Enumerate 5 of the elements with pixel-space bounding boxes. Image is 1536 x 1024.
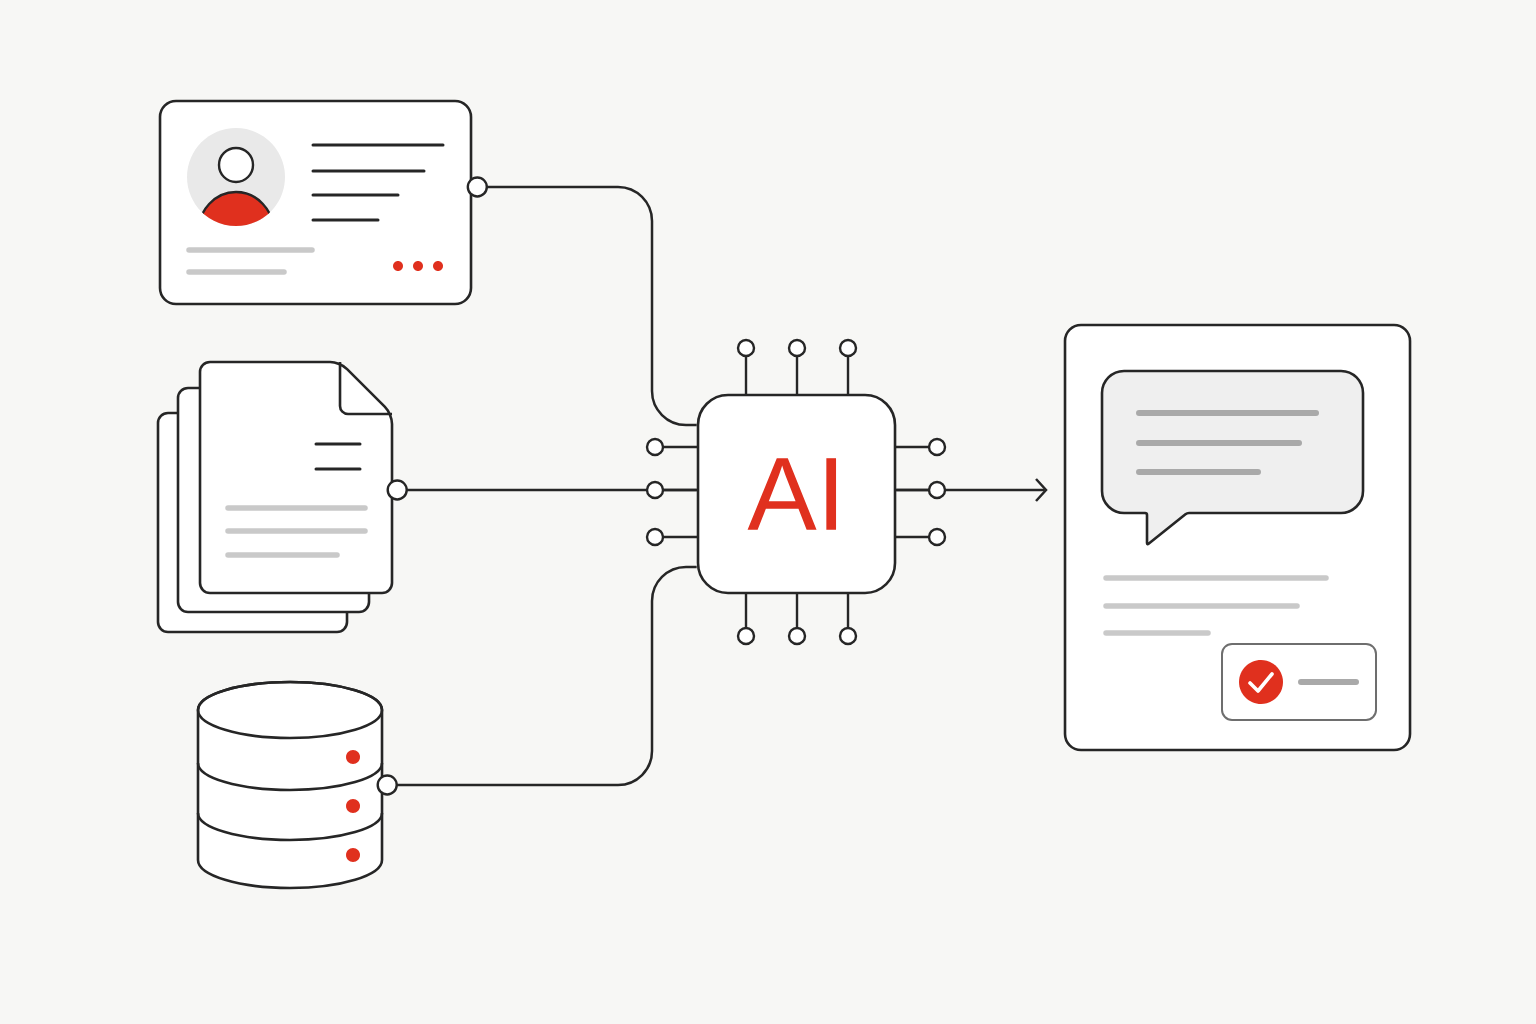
database-cylinder — [196, 680, 384, 890]
connector — [376, 565, 697, 796]
document-stack — [156, 360, 394, 634]
chip-box: AI — [696, 393, 897, 595]
connector — [466, 176, 697, 427]
